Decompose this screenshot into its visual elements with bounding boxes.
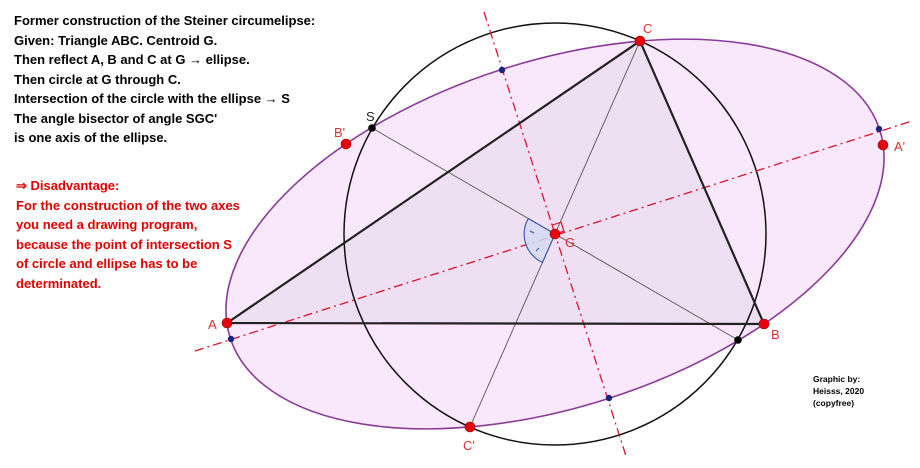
credit-line: (copyfree): [813, 398, 855, 408]
label-s: S: [366, 109, 375, 124]
point-b: [758, 318, 770, 330]
description-line: The angle bisector of angle SGC': [14, 110, 218, 126]
angle-tick-1: [529, 230, 535, 234]
construction-description: Former construction of the Steiner circu…: [14, 11, 315, 148]
point-a: [221, 317, 233, 329]
disadvantage-heading: ⇒ Disadvantage:: [16, 178, 120, 193]
description-line: is one axis of the ellipse.: [14, 130, 168, 145]
label-a: A: [208, 317, 217, 332]
label-b-prime: B': [334, 125, 345, 140]
disadvantage-line: determinated.: [16, 275, 102, 291]
point-c: [634, 35, 646, 47]
minor-vertex-top: [498, 66, 506, 74]
description-line: Former construction of the Steiner circu…: [14, 13, 316, 28]
major-axis-line: [194, 120, 913, 352]
disadvantage-line: you need a drawing program,: [16, 217, 198, 232]
point-s: [368, 124, 376, 132]
minor-vertex-bottom: [605, 394, 613, 402]
label-a-prime: A': [894, 139, 905, 154]
point-b-prime: [340, 138, 352, 150]
disadvantage-line: of circle and ellipse has to be: [16, 256, 198, 271]
point-c-prime: [464, 421, 476, 433]
description-line: Intersection of the circle with the elli…: [14, 91, 290, 106]
label-c: C: [643, 21, 652, 36]
credit-line: Heisss, 2020: [813, 386, 865, 396]
disadvantage-line: because the point of intersection S: [16, 236, 232, 252]
disadvantage-line: For the construction of the two axes: [16, 197, 240, 213]
label-g: G: [565, 235, 575, 250]
label-c-prime: C': [463, 438, 475, 453]
angle-tick-2: [535, 247, 540, 252]
triangle-abc: [223, 39, 766, 326]
angle-sgc-prime: [523, 217, 556, 264]
major-vertex-left: [227, 335, 235, 343]
description-line: Given: Triangle ABC. Centroid G.: [14, 32, 218, 48]
major-vertex-right: [875, 125, 883, 133]
disadvantage-note: ⇒ Disadvantage: For the construction of …: [16, 176, 240, 293]
description-line: Then reflect A, B and C at G → ellipse.: [14, 52, 250, 67]
triangle-abc-fill: [227, 41, 764, 324]
right-angle-marker: [551, 221, 565, 235]
point-s-reflected: [734, 336, 742, 344]
point-a-prime: [877, 139, 889, 151]
graphic-credit: Graphic by: Heisss, 2020 (copyfree): [813, 373, 864, 409]
point-g: [549, 228, 561, 240]
credit-line: Graphic by:: [813, 374, 861, 384]
label-b: B: [771, 327, 780, 342]
description-line: Then circle at G through C.: [14, 71, 181, 87]
circle-g-through-c: [343, 22, 767, 446]
